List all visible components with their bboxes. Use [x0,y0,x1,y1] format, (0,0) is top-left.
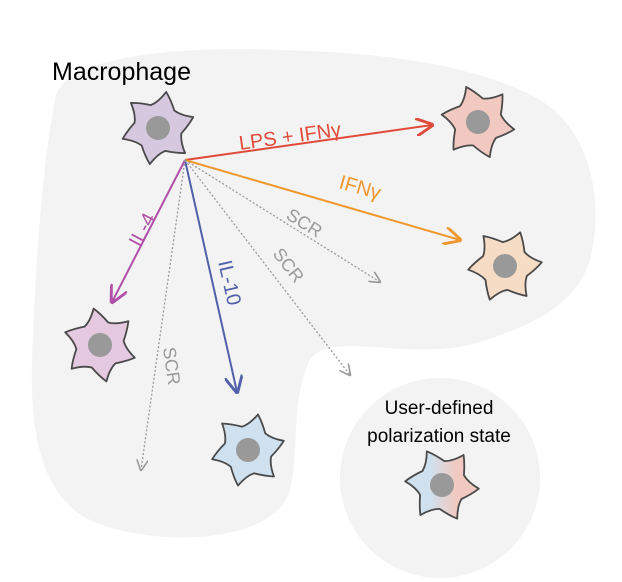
cell-nucleus [430,473,454,497]
user-state-line-2: polarization state [367,426,511,447]
arrow-il4 [112,159,186,302]
pathway-arrows [112,125,460,470]
arrow-ifng [184,159,460,240]
cell-nucleus [466,110,490,134]
cell-nucleus [493,254,517,278]
macrophage-background-region [31,49,596,538]
arrow-il10 [184,159,237,392]
cells-layer [64,86,543,520]
page-title: Macrophage [52,58,191,86]
arrow-scr-2 [184,159,350,375]
cell-lps-ifng [440,86,516,158]
cell-il10 [211,413,285,487]
cell-ifng [467,231,543,301]
cell-origin [121,91,195,165]
arrow-lps-ifng [184,125,432,161]
cell-nucleus [146,116,170,140]
cell-nucleus [88,333,112,357]
arrow-scr-3 [141,159,186,470]
user-state-line-1: User-defined [385,398,494,419]
cell-user-defined [404,450,480,520]
cell-nucleus [236,438,260,462]
cell-il4 [64,307,136,383]
